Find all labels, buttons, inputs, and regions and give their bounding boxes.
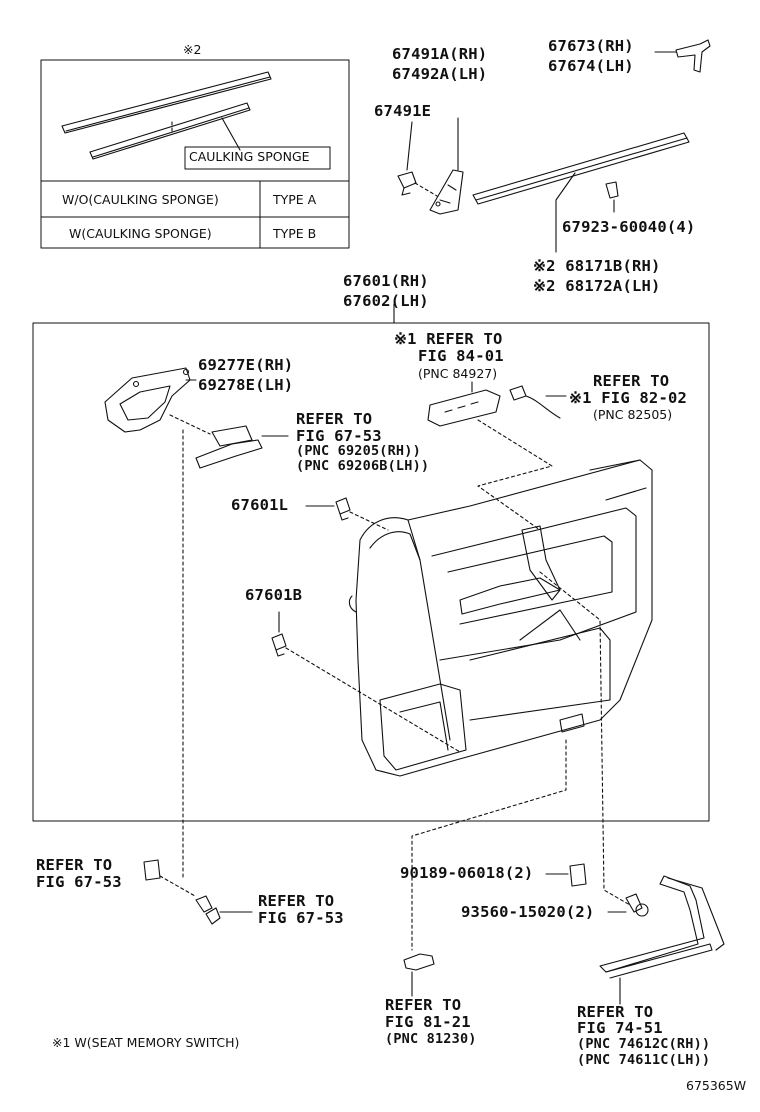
part-67673: 67673(RH) [548, 37, 634, 55]
legend-row-2-condition: W(CAULKING SPONGE) [69, 226, 212, 241]
figure-code: 675365W [686, 1078, 747, 1093]
part-90189: 90189-06018(2) [400, 864, 534, 882]
ref-81-21-line2: FIG 81-21 [385, 1013, 471, 1031]
inside-handle-icon [195, 425, 263, 469]
legend-row-1-condition: W/O(CAULKING SPONGE) [62, 192, 219, 207]
part-69278e: 69278E(LH) [198, 376, 294, 394]
armrest-trim-icon [599, 875, 725, 979]
part-93560: 93560-15020(2) [461, 903, 595, 921]
ref-67-53-screw-line1: REFER TO [258, 892, 335, 910]
clip-67601b-icon [271, 633, 287, 657]
ref-67-53-screw-line2: FIG 67-53 [258, 909, 344, 927]
ref-67-53-handle-line1: REFER TO [296, 410, 373, 428]
legend-row-1-type: TYPE A [273, 192, 317, 207]
door-trim-frame [32, 322, 710, 822]
clip-67601l-icon [335, 497, 351, 521]
connector-82-02-icon [509, 385, 561, 419]
legend-box [40, 59, 350, 249]
ref-81-21-line1: REFER TO [385, 996, 462, 1014]
part-67602: 67602(LH) [343, 292, 429, 310]
ref-67-53-handle-line2: FIG 67-53 [296, 427, 382, 445]
legend-row-2-type: TYPE B [273, 226, 317, 241]
part-67491a: 67491A(RH) [392, 45, 488, 63]
screw-67-53-icon [195, 895, 253, 925]
part-67601b: 67601B [245, 586, 303, 604]
belt-moulding-icon [472, 132, 690, 205]
ref-seat-switch-line2: FIG 84-01 [418, 347, 504, 365]
part-68172a: ※2 68172A(LH) [533, 277, 661, 295]
weatherstrip-type-a-icon [61, 71, 272, 134]
weatherstrip-type-b-icon [89, 102, 251, 160]
clip-90189-icon [569, 863, 587, 887]
ref-74-51-line4: (PNC 74611C(LH)) [577, 1052, 711, 1068]
ref-82-02-line1: REFER TO [593, 372, 670, 390]
caulking-sponge-label: CAULKING SPONGE [189, 149, 310, 164]
door-trim-panel-icon [348, 459, 653, 777]
ref-seat-switch-line1: ※1 REFER TO [394, 330, 503, 348]
footnote: ※1 W(SEAT MEMORY SWITCH) [52, 1035, 240, 1050]
part-67601: 67601(RH) [343, 272, 429, 290]
legend-mark: ※2 [183, 42, 202, 57]
ref-67-53-clip-line1: REFER TO [36, 856, 113, 874]
seat-memory-switch-icon [427, 389, 501, 427]
clip-67491e-icon [397, 171, 417, 196]
ref-74-51-line3: (PNC 74612C(RH)) [577, 1036, 711, 1052]
ref-seat-switch-line3: (PNC 84927) [418, 366, 498, 381]
part-67601l: 67601L [231, 496, 289, 514]
corner-cover-icon [429, 169, 464, 215]
connector-81-21-icon [403, 953, 435, 971]
ref-82-02-line3: (PNC 82505) [593, 407, 673, 422]
screw-93560-icon [625, 893, 649, 917]
ref-74-51-line1: REFER TO [577, 1003, 654, 1021]
bracket-67673-icon [654, 39, 711, 73]
ref-74-51-line2: FIG 74-51 [577, 1019, 663, 1037]
ref-67-53-handle-line3: (PNC 69205(RH)) [296, 443, 421, 459]
ref-82-02-line2: ※1 FIG 82-02 [569, 389, 688, 407]
part-67923: 67923-60040(4) [562, 218, 696, 236]
ref-67-53-clip-line2: FIG 67-53 [36, 873, 122, 891]
ref-81-21-line3: (PNC 81230) [385, 1031, 477, 1047]
part-69277e: 69277E(RH) [198, 356, 294, 374]
clip-67-53-icon [143, 859, 161, 881]
part-67674: 67674(LH) [548, 57, 634, 75]
part-67491e: 67491E [374, 102, 432, 120]
ref-67-53-handle-line4: (PNC 69206B(LH)) [296, 458, 430, 474]
part-68171b: ※2 68171B(RH) [533, 257, 661, 275]
part-67492a: 67492A(LH) [392, 65, 488, 83]
clip-67923-icon [605, 181, 619, 199]
inside-handle-bezel-icon [104, 367, 191, 433]
